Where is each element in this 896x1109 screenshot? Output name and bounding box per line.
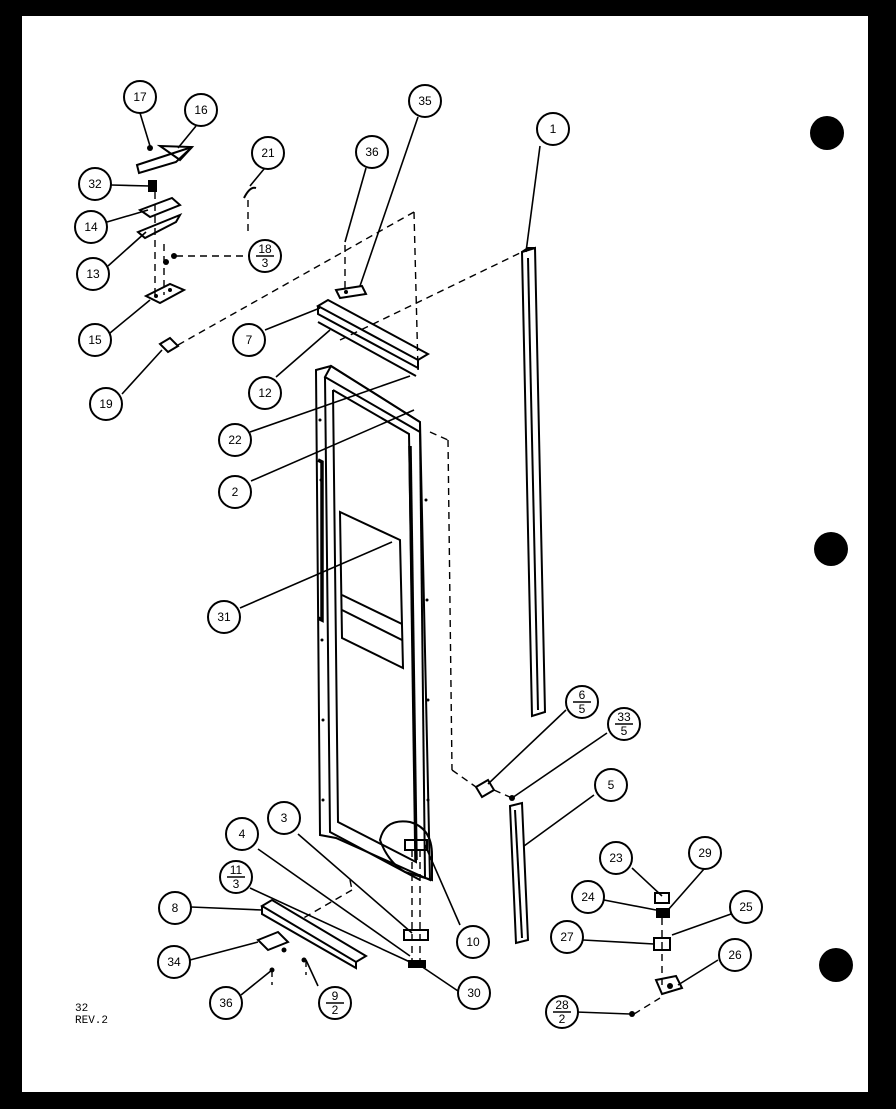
callout-22: 22 (218, 423, 252, 457)
trim-strip-short (508, 801, 530, 945)
svg-text:1: 1 (550, 122, 557, 136)
callout-27: 27 (550, 920, 584, 954)
svg-text:5: 5 (579, 702, 586, 716)
svg-text:25: 25 (739, 900, 753, 914)
callout-1: 1 (536, 112, 570, 146)
callout-33-5: 33 5 (607, 707, 641, 741)
callout-24: 24 (571, 880, 605, 914)
callout-15: 15 (78, 323, 112, 357)
sheet-revision: REV.2 (75, 1015, 109, 1027)
svg-text:26: 26 (728, 948, 742, 962)
callout-4: 4 (225, 817, 259, 851)
callout-16: 16 (184, 93, 218, 127)
binder-hole-middle (814, 532, 848, 566)
svg-text:3: 3 (281, 811, 288, 825)
callout-3: 3 (267, 801, 301, 835)
svg-text:2: 2 (559, 1012, 566, 1026)
callout-19: 19 (89, 387, 123, 421)
svg-text:18: 18 (258, 242, 272, 256)
dispenser-opening (338, 510, 405, 670)
callout-13: 13 (76, 257, 110, 291)
callout-5: 5 (594, 768, 628, 802)
callout-11-3: 11 3 (219, 860, 253, 894)
svg-text:5: 5 (608, 778, 615, 792)
bottom-cap-assembly (256, 898, 368, 973)
callout-balloons: 17 16 32 14 13 15 19 21 (74, 80, 763, 1029)
callout-14: 14 (74, 210, 108, 244)
callout-8: 8 (158, 891, 192, 925)
svg-text:19: 19 (99, 397, 113, 411)
svg-text:17: 17 (133, 90, 147, 104)
bottom-hinge-assembly (629, 892, 684, 1017)
svg-text:13: 13 (86, 267, 100, 281)
svg-text:30: 30 (467, 986, 481, 1000)
callout-leaders (106, 112, 732, 1015)
callout-32: 32 (78, 167, 112, 201)
svg-text:11: 11 (230, 863, 243, 877)
callout-30: 30 (457, 976, 491, 1010)
binder-hole-bottom (819, 948, 853, 982)
svg-text:5: 5 (621, 724, 628, 738)
callout-36-bottom: 36 (209, 986, 243, 1020)
svg-text:12: 12 (258, 386, 272, 400)
svg-text:33: 33 (617, 710, 631, 724)
binder-hole-top (810, 116, 844, 150)
svg-text:22: 22 (228, 433, 242, 447)
svg-text:2: 2 (232, 485, 239, 499)
sheet-code-block: 32 REV.2 (75, 1003, 108, 1027)
panel-rivets (318, 418, 430, 802)
callout-25: 25 (729, 890, 763, 924)
svg-text:27: 27 (560, 930, 574, 944)
callout-18-3: 18 3 (248, 239, 282, 273)
door-bottom-dome (378, 820, 433, 882)
lower-hinge-pieces (403, 839, 429, 968)
svg-text:23: 23 (609, 851, 623, 865)
svg-text:24: 24 (581, 890, 595, 904)
svg-text:29: 29 (698, 846, 712, 860)
svg-text:36: 36 (365, 145, 379, 159)
svg-text:10: 10 (466, 935, 480, 949)
svg-text:28: 28 (555, 998, 569, 1012)
callout-21: 21 (251, 136, 285, 170)
callout-28-2: 28 2 (545, 995, 579, 1029)
callout-2: 2 (218, 475, 252, 509)
svg-text:4: 4 (239, 827, 246, 841)
svg-text:9: 9 (332, 989, 339, 1003)
callout-35: 35 (408, 84, 442, 118)
svg-text:7: 7 (246, 333, 253, 347)
callout-34: 34 (157, 945, 191, 979)
callout-17: 17 (123, 80, 157, 114)
door-panel (314, 364, 433, 882)
svg-text:21: 21 (261, 146, 275, 160)
callout-6-5: 6 5 (565, 685, 599, 719)
svg-text:35: 35 (418, 94, 432, 108)
svg-text:8: 8 (172, 901, 179, 915)
svg-text:6: 6 (579, 688, 586, 702)
svg-text:3: 3 (233, 877, 240, 891)
top-cap-assembly (315, 284, 431, 377)
callout-9-2: 9 2 (318, 986, 352, 1020)
sheet-number: 32 (75, 1003, 89, 1015)
callout-12: 12 (248, 376, 282, 410)
callout-10: 10 (456, 925, 490, 959)
callout-31: 31 (207, 600, 241, 634)
svg-text:34: 34 (167, 955, 181, 969)
trim-strip-long (520, 246, 547, 718)
callout-29: 29 (688, 836, 722, 870)
svg-text:15: 15 (88, 333, 102, 347)
callout-7: 7 (232, 323, 266, 357)
svg-text:36: 36 (219, 996, 233, 1010)
svg-text:31: 31 (217, 610, 231, 624)
svg-text:3: 3 (262, 256, 269, 270)
callout-23: 23 (599, 841, 633, 875)
callout-26: 26 (718, 938, 752, 972)
svg-text:2: 2 (332, 1003, 339, 1017)
svg-text:14: 14 (84, 220, 98, 234)
svg-text:32: 32 (88, 177, 102, 191)
top-hinge-assembly (135, 144, 257, 354)
callout-36-top: 36 (355, 135, 389, 169)
svg-text:16: 16 (194, 103, 208, 117)
